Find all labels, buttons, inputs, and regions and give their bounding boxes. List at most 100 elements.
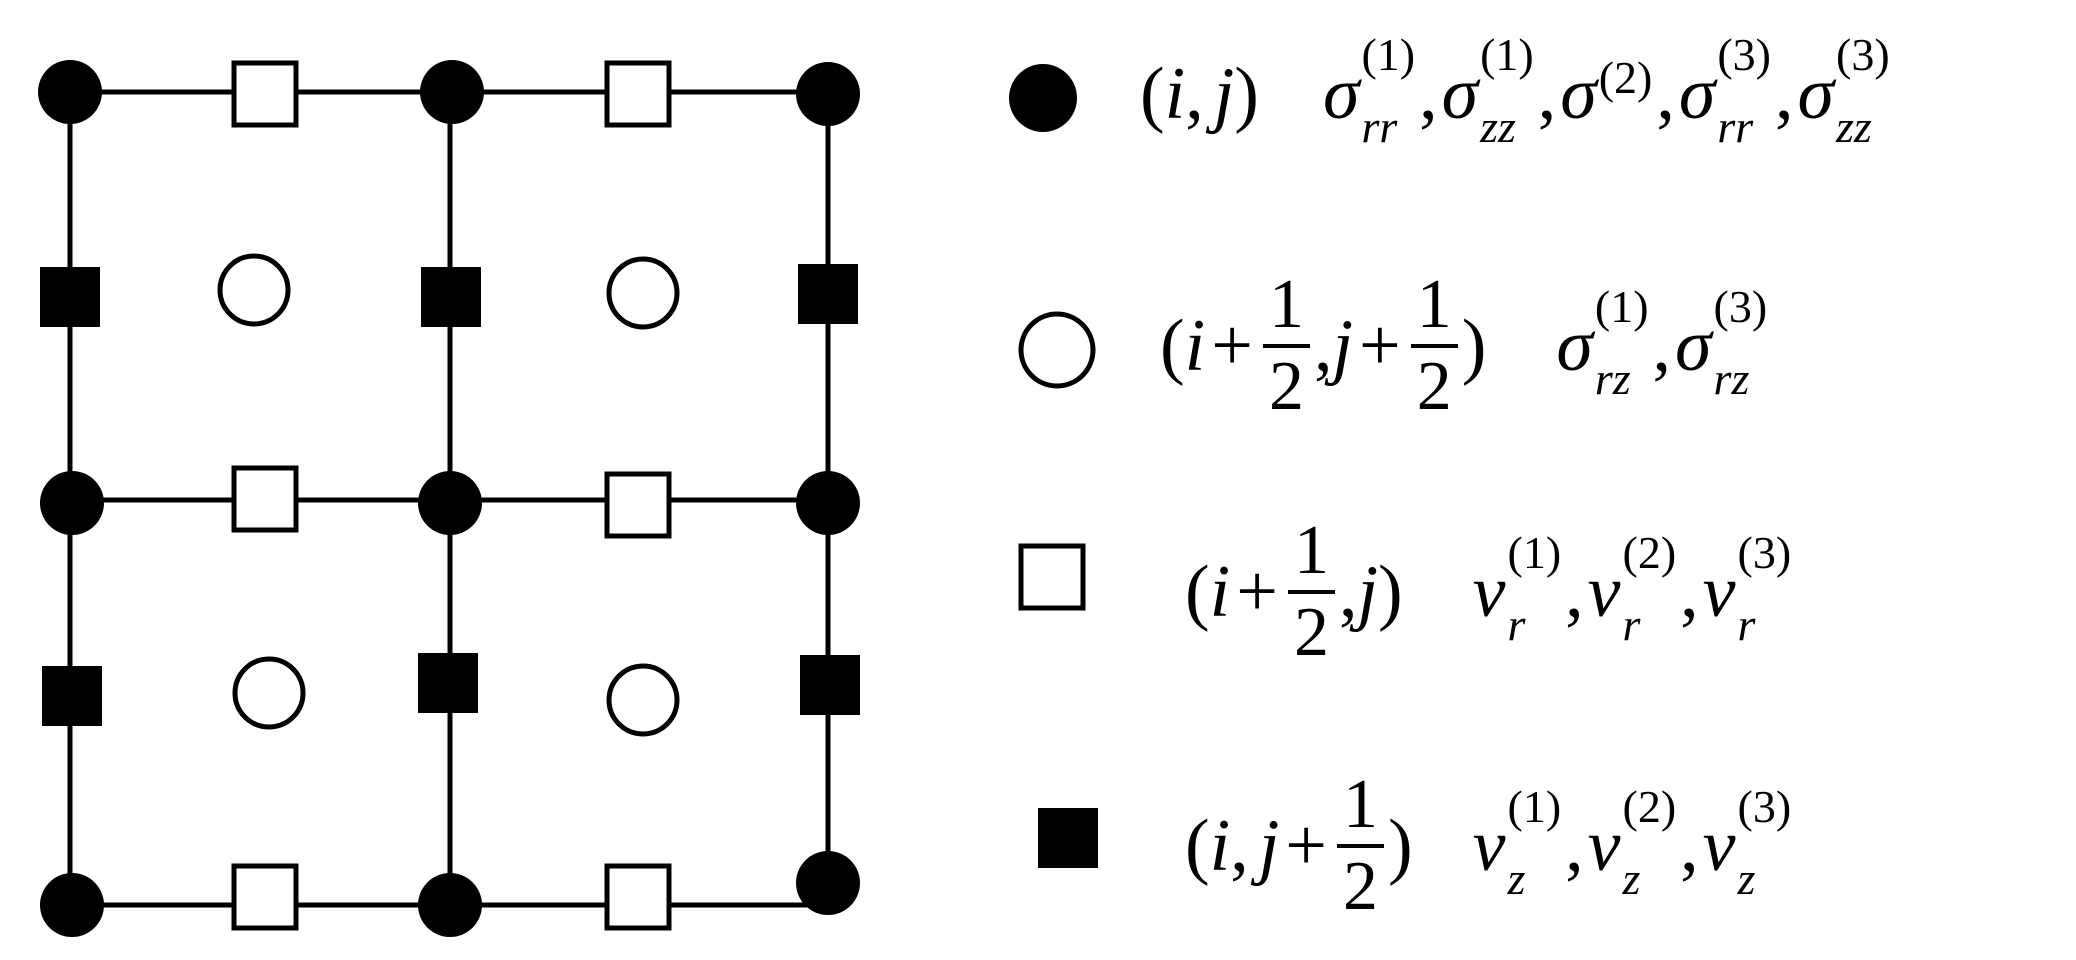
variable: v(3)z xyxy=(1702,784,1792,902)
var-symbol: σ xyxy=(1441,53,1479,135)
plus-sign: + xyxy=(1359,305,1401,387)
var-subscript: r xyxy=(1622,599,1641,650)
separator: , xyxy=(1775,53,1794,135)
fraction-denominator: 2 xyxy=(1337,844,1385,922)
var-subscript: rz xyxy=(1713,353,1750,404)
node-filled-square xyxy=(418,653,478,713)
var-symbol: σ xyxy=(1797,53,1835,135)
var-subscript: z xyxy=(1737,853,1756,904)
var-superscript: (1) xyxy=(1361,29,1416,80)
index-j: j xyxy=(1258,805,1280,887)
var-superscript: (3) xyxy=(1713,281,1768,332)
legend-vars: σ(1)rz, σ(3)rz xyxy=(1556,284,1767,402)
node-filled-square xyxy=(800,655,860,715)
var-symbol: σ xyxy=(1322,53,1360,135)
var-superscript: (2) xyxy=(1622,781,1677,832)
var-superscript: (1) xyxy=(1507,781,1562,832)
var-superscript: (3) xyxy=(1836,29,1890,80)
paren-close: ) xyxy=(1461,305,1487,387)
index-i: i xyxy=(1164,53,1186,135)
node-filled-circle xyxy=(40,471,104,535)
var-symbol: v xyxy=(1587,551,1621,633)
legend-symbol-filled-square xyxy=(1038,808,1098,868)
var-subscript: zz xyxy=(1836,101,1872,152)
comma: , xyxy=(1185,53,1204,135)
comma: , xyxy=(1338,551,1358,633)
variable: σ(1)zz xyxy=(1441,32,1534,150)
nodes-open-square xyxy=(231,60,672,931)
paren-close: ) xyxy=(1234,53,1259,135)
var-subscript: rz xyxy=(1594,353,1631,404)
paren-close: ) xyxy=(1378,551,1403,633)
node-open-square xyxy=(604,60,672,128)
var-subscript: r xyxy=(1507,599,1526,650)
legend-row-filled-circle: ( i , j ) σ(1)rr, σ(1)zz, σ(2), σ(3)rr, … xyxy=(1140,32,1890,150)
index-i: i xyxy=(1209,551,1231,633)
var-superscript: (1) xyxy=(1594,281,1649,332)
comma: , xyxy=(1313,305,1333,387)
var-subscript: r xyxy=(1737,599,1756,650)
index-j: j xyxy=(1213,53,1235,135)
separator: , xyxy=(1537,53,1557,135)
separator: , xyxy=(1565,805,1584,887)
fraction-numerator: 1 xyxy=(1416,266,1452,343)
separator: , xyxy=(1680,551,1699,633)
node-filled-circle xyxy=(420,60,484,124)
variable: v(3)r xyxy=(1703,530,1792,648)
variable: v(2)z xyxy=(1588,784,1677,902)
separator: , xyxy=(1565,551,1584,633)
node-open-square xyxy=(231,863,299,931)
node-open-circle xyxy=(217,253,291,327)
var-superscript: (2) xyxy=(1598,52,1653,103)
fraction-numerator: 1 xyxy=(1268,266,1304,343)
variable: σ(1)rr xyxy=(1322,32,1415,150)
nodes-open-circle xyxy=(217,253,680,737)
node-open-circle xyxy=(232,656,306,730)
paren-open: ( xyxy=(1160,305,1185,387)
separator: , xyxy=(1680,805,1699,887)
variable: v(2) r xyxy=(1587,530,1677,648)
node-filled-square xyxy=(40,267,100,327)
variable: σ(1)rz xyxy=(1556,284,1648,402)
var-subscript: zz xyxy=(1480,101,1516,152)
nodes-filled-square xyxy=(40,264,860,726)
var-subscript: rr xyxy=(1717,101,1754,152)
node-open-circle xyxy=(606,256,680,330)
variable: v(1)r xyxy=(1473,530,1562,648)
var-superscript: (1) xyxy=(1507,527,1562,578)
index-j: j xyxy=(1357,551,1379,633)
node-open-square xyxy=(604,863,672,931)
index-i: i xyxy=(1209,805,1231,887)
nodes-filled-circle xyxy=(38,60,860,937)
legend-vars: v(1)r, v(2)r, v(3)r xyxy=(1473,530,1792,648)
var-symbol: v xyxy=(1472,805,1506,887)
plus-sign: + xyxy=(1285,805,1328,887)
variable: σ(3)rz xyxy=(1675,284,1767,402)
plus-sign: + xyxy=(1236,551,1278,633)
node-filled-circle xyxy=(796,851,860,915)
paren-open: ( xyxy=(1140,53,1165,135)
node-filled-circle xyxy=(418,471,482,535)
var-symbol: σ xyxy=(1560,53,1597,135)
var-symbol: v xyxy=(1702,805,1736,887)
paren-open: ( xyxy=(1185,551,1210,633)
paren-close: ) xyxy=(1388,805,1413,887)
legend-coord: ( i , j ) xyxy=(1140,57,1259,131)
legend-symbol-filled-circle xyxy=(1009,64,1077,132)
legend-symbol-open-circle xyxy=(1018,311,1096,389)
legend-vars: σ(1)rr, σ(1)zz, σ(2), σ(3)rr, σ(3)zz xyxy=(1322,32,1890,150)
node-open-square xyxy=(231,465,299,533)
index-j: j xyxy=(1332,305,1354,387)
fraction-denominator: 2 xyxy=(1262,344,1310,422)
node-filled-square xyxy=(798,264,858,324)
var-superscript: (3) xyxy=(1737,527,1792,578)
separator: , xyxy=(1656,53,1675,135)
var-superscript: (2) xyxy=(1622,527,1677,578)
